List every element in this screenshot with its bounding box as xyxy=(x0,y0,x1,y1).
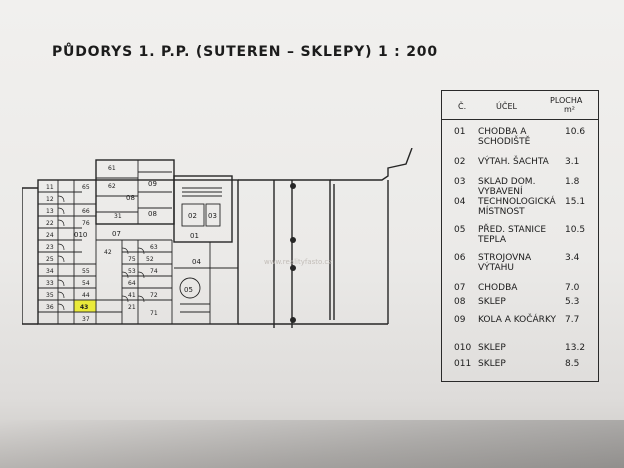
room-label: 64 xyxy=(128,280,136,287)
room-label: 41 xyxy=(128,292,136,299)
room-label: 05 xyxy=(184,286,193,294)
room-label: 52 xyxy=(146,256,154,263)
room-area: 10.5 xyxy=(565,225,586,235)
room-label: 36 xyxy=(46,304,54,311)
room-label: 62 xyxy=(108,183,116,190)
room-label: 08 xyxy=(126,194,135,202)
room-purpose: STROJOVNA VÝTAHU xyxy=(478,253,532,273)
room-purpose: KOLA A KOČÁRKY xyxy=(478,315,557,325)
room-label: 12 xyxy=(46,196,54,203)
room-label: 61 xyxy=(108,165,116,172)
room-label: 01 xyxy=(190,232,199,240)
room-label: 37 xyxy=(82,316,90,323)
room-area: 15.1 xyxy=(565,197,586,207)
room-label: 07 xyxy=(112,230,121,238)
room-area: 10.6 xyxy=(565,127,586,137)
room-purpose: SKLEP xyxy=(478,359,506,369)
room-label: 21 xyxy=(128,304,136,311)
room-label: 76 xyxy=(82,220,90,227)
room-label: 09 xyxy=(148,180,157,188)
room-number: 08 xyxy=(454,297,466,307)
room-number: 01 xyxy=(454,127,466,137)
room-area: 7.7 xyxy=(565,315,580,325)
room-number: 02 xyxy=(454,157,466,167)
room-purpose: SKLEP xyxy=(478,343,506,353)
header-number: Č. xyxy=(458,102,467,111)
room-label: 13 xyxy=(46,208,54,215)
room-purpose: TECHNOLOGICKÁ MÍSTNOST xyxy=(478,197,556,217)
room-area: 7.0 xyxy=(565,283,580,293)
room-label: 66 xyxy=(82,208,90,215)
plan-title: PŮDORYS 1. P.P. (SUTEREN – SKLEPY) 1 : 2… xyxy=(52,44,438,60)
room-label: 22 xyxy=(46,220,54,227)
room-area: 3.1 xyxy=(565,157,580,167)
header-purpose: ÚČEL xyxy=(496,102,517,111)
room-label: 08 xyxy=(148,210,157,218)
room-label: 24 xyxy=(46,232,54,239)
room-area: 5.3 xyxy=(565,297,580,307)
room-label: 74 xyxy=(150,268,158,275)
room-label: 71 xyxy=(150,310,158,317)
room-label: 72 xyxy=(150,292,158,299)
room-purpose: PŘED. STANICE TEPLA xyxy=(478,225,547,245)
room-label: 11 xyxy=(46,184,54,191)
room-label: 35 xyxy=(46,292,54,299)
page-shadow xyxy=(0,420,624,468)
room-label: 63 xyxy=(150,244,158,251)
room-label: 55 xyxy=(82,268,90,275)
room-purpose: VÝTAH. ŠACHTA xyxy=(478,157,549,167)
room-label: 42 xyxy=(104,249,112,256)
room-label: 75 xyxy=(128,256,136,263)
watermark: www.realityfasto.cz xyxy=(264,258,332,266)
room-purpose: CHODBA xyxy=(478,283,518,293)
room-number: 04 xyxy=(454,197,466,207)
room-number: 06 xyxy=(454,253,466,263)
room-number: 05 xyxy=(454,225,466,235)
room-label: 34 xyxy=(46,268,54,275)
room-label: 23 xyxy=(46,244,54,251)
room-area: 8.5 xyxy=(565,359,580,369)
highlighted-unit xyxy=(73,299,97,313)
room-label: 44 xyxy=(82,292,90,299)
room-number: 07 xyxy=(454,283,466,293)
room-label: 53 xyxy=(128,268,136,275)
room-purpose: SKLEP xyxy=(478,297,506,307)
room-label: 02 xyxy=(188,212,197,220)
room-number: 09 xyxy=(454,315,466,325)
room-area: 1.8 xyxy=(565,177,580,187)
room-area: 3.4 xyxy=(565,253,580,263)
room-purpose: CHODBA A SCHODIŠTĚ xyxy=(478,127,531,147)
room-labels: 11 65 12 13 66 22 76 24 010 42 23 25 55 … xyxy=(46,165,217,323)
room-area: 13.2 xyxy=(565,343,586,353)
room-label-highlighted: 43 xyxy=(80,304,88,311)
room-number: 010 xyxy=(454,343,472,353)
room-label: 03 xyxy=(208,212,217,220)
room-number: 011 xyxy=(454,359,472,369)
room-number: 03 xyxy=(454,177,466,187)
room-label: 04 xyxy=(192,258,201,266)
room-label: 010 xyxy=(74,231,87,239)
room-label: 31 xyxy=(114,213,122,220)
room-label: 25 xyxy=(46,256,54,263)
room-purpose: SKLAD DOM. VYBAVENÍ xyxy=(478,177,536,197)
room-label: 65 xyxy=(82,184,90,191)
room-label: 54 xyxy=(82,280,90,287)
room-label: 33 xyxy=(46,280,54,287)
floor-plan: 11 65 12 13 66 22 76 24 010 42 23 25 55 … xyxy=(22,148,413,328)
